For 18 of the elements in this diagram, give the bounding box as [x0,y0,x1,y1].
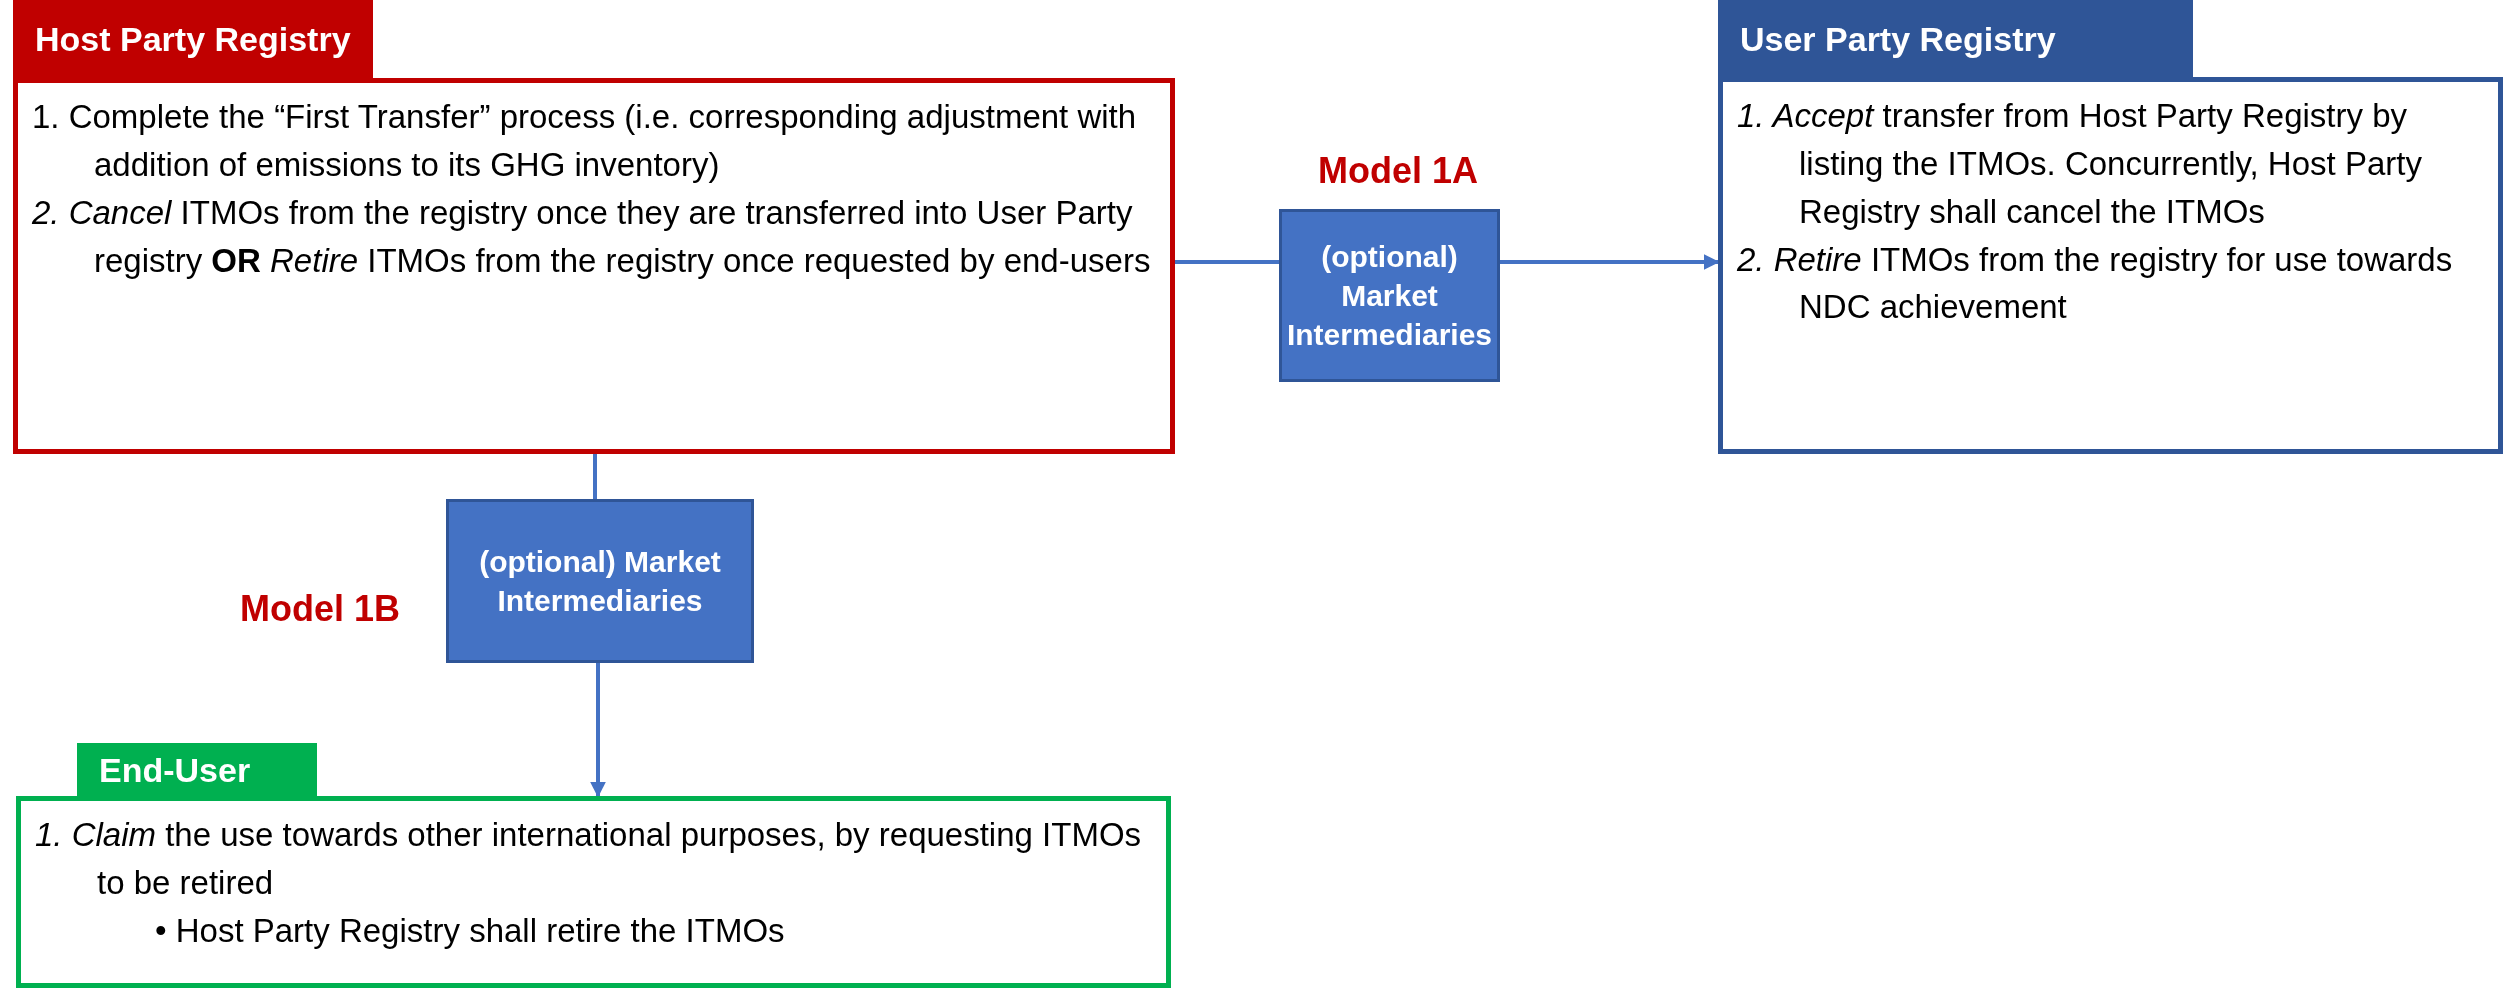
list-item: 2. Retire ITMOs from the registry for use towards NDC achievement [1737,239,2454,328]
model-label: Model 1A [1318,150,1478,192]
list-item: 1. Accept transfer from Host Party Registry by listing the ITMOs. Concurrently, Host Party Registry shall cancel the ITMOs [1737,96,2423,232]
arrow [1500,254,1720,270]
registry-panel [13,0,1175,454]
list-item: 2. Cancel ITMOs from the registry once they are transferred into User Party registry OR Retire ITMOs from the registry once requested by end-users [32,192,1152,281]
registry-panel [16,743,1171,988]
registry-panel [1718,0,2503,454]
bullet-item: • Host Party Registry shall retire the ITMOs [155,910,786,951]
intermediary-box: (optional) Market Intermediaries [446,499,754,663]
panel-heading: End-User [77,743,317,796]
arrow [590,663,606,798]
panel-heading: User Party Registry [1718,0,2193,77]
intermediary-box: (optional) Market Intermediaries [1279,209,1500,382]
list-item: 1. Claim the use towards other international purposes, by requesting ITMOs to be retired [35,815,1143,903]
list-item: 1. Complete the “First Transfer” process (i.e. corresponding adjustment with addition of emissions to its GHG inventory) [32,97,1138,185]
model-label: Model 1B [240,588,400,630]
panel-heading: Host Party Registry [13,0,373,78]
